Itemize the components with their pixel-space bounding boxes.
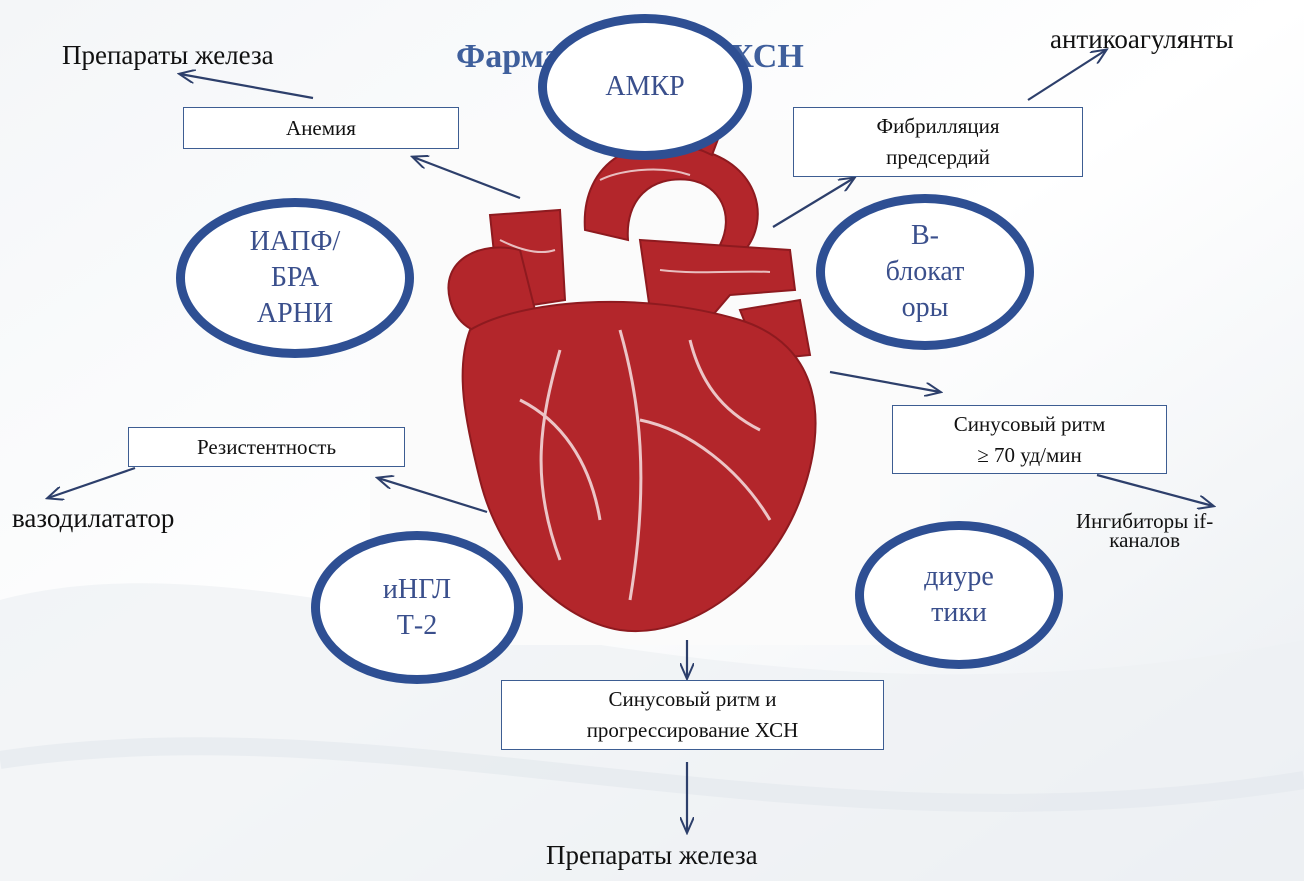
box-sinus-progression: Синусовый ритм и прогрессирование ХСН [501, 680, 884, 750]
label-vasodilator: вазодилататор [12, 503, 174, 534]
oval-amkr-text: АМКР [605, 69, 684, 105]
label-anticoagulants: антикоагулянты [1050, 24, 1234, 55]
box-resistance-text: Резистентность [197, 432, 336, 463]
oval-iapf-line-3: АРНИ [257, 296, 333, 332]
oval-diuretics-line-2: тики [931, 595, 987, 631]
oval-beta-line-2: блокат [886, 254, 965, 290]
arrow-resistance-to-vasodilator [48, 468, 135, 498]
oval-ingl-line-1: иНГЛ [383, 572, 451, 608]
oval-diuretics: диуре тики [855, 521, 1063, 669]
box-atrial-fibrillation: Фибрилляция предсердий [793, 107, 1083, 177]
box-anemia-text: Анемия [286, 113, 356, 144]
box-sinus70-line-2: ≥ 70 уд/мин [977, 440, 1082, 471]
arrow-heart-to-anemia [413, 157, 520, 198]
arrow-heart-to-sinus70 [830, 372, 940, 392]
oval-ingl-t2: иНГЛ Т-2 [311, 531, 523, 684]
arrow-anemia-to-iron [180, 74, 313, 98]
arrow-heart-to-af [773, 178, 854, 227]
arrow-sinus70-to-if [1097, 475, 1213, 506]
box-sinus-progress-line-2: прогрессирование ХСН [587, 715, 799, 746]
box-anemia: Анемия [183, 107, 459, 149]
box-sinus70-line-1: Синусовый ритм [954, 409, 1106, 440]
box-resistance: Резистентность [128, 427, 405, 467]
label-iron-bottom: Препараты железа [546, 840, 758, 871]
oval-beta-line-1: В- [911, 218, 939, 254]
label-iron-top: Препараты железа [62, 40, 274, 71]
oval-iapf-line-2: БРА [271, 260, 319, 296]
arrow-heart-to-resistance [378, 478, 487, 512]
box-af-line-1: Фибрилляция [876, 111, 999, 142]
box-sinus-progress-line-1: Синусовый ритм и [608, 684, 776, 715]
oval-iapf-line-1: ИАПФ/ [250, 224, 341, 260]
oval-iapf-bra-arni: ИАПФ/ БРА АРНИ [176, 198, 414, 358]
box-af-line-2: предсердий [886, 142, 990, 173]
box-sinus-rhythm-70: Синусовый ритм ≥ 70 уд/мин [892, 405, 1167, 474]
label-if-blockers-line-2: каналов [1076, 531, 1213, 550]
oval-beta-blockers: В- блокат оры [816, 194, 1034, 350]
arrow-af-to-anticoagulants [1028, 50, 1106, 100]
oval-beta-line-3: оры [902, 290, 949, 326]
oval-diuretics-line-1: диуре [924, 559, 994, 595]
label-if-blockers: Ингибиторы if- каналов [1076, 512, 1213, 550]
oval-ingl-line-2: Т-2 [397, 608, 437, 644]
oval-amkr: АМКР [538, 14, 752, 160]
